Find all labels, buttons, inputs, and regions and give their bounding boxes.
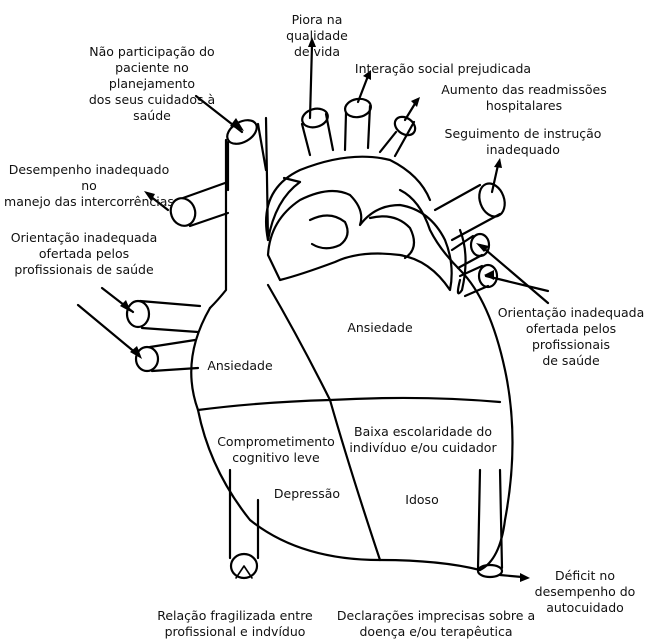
label-readmissoes: Aumento das readmissões hospitalares xyxy=(405,82,643,114)
region-comprometimento-cognitivo: Comprometimento cognitivo leve xyxy=(216,434,336,466)
aorta-column xyxy=(210,140,226,308)
region-depressao: Depressão xyxy=(262,486,352,502)
label-deficit: Déficit no desempenho do autocuidado xyxy=(530,568,640,616)
left-atrium xyxy=(268,191,452,290)
label-seguimento: Seguimento de instrução inadequado xyxy=(443,126,603,158)
lower-division-line xyxy=(198,398,500,410)
label-desempenho-inadequado: Desempenho inadequado no manejo das inte… xyxy=(4,162,174,210)
label-relacao: Relação fragilizada entre profissional e… xyxy=(150,608,320,640)
label-piora: Piora na qualidade de vida xyxy=(262,12,372,60)
label-orientacao-esquerda: Orientação inadequada ofertada pelos pro… xyxy=(4,230,164,278)
label-nao-participacao: Não participação do paciente no planejam… xyxy=(72,44,232,124)
region-idoso: Idoso xyxy=(392,492,452,508)
region-ansiedade-direita: Ansiedade xyxy=(340,320,420,336)
label-interacao: Interação social prejudicada xyxy=(353,61,533,77)
label-declaracoes: Declarações imprecisas sobre a doença e/… xyxy=(336,608,536,640)
region-ansiedade-esquerda: Ansiedade xyxy=(200,358,280,374)
label-orientacao-direita: Orientação inadequada ofertada pelos pro… xyxy=(486,305,653,369)
region-baixa-escolaridade: Baixa escolaridade do indivíduo e/ou cui… xyxy=(348,424,498,456)
